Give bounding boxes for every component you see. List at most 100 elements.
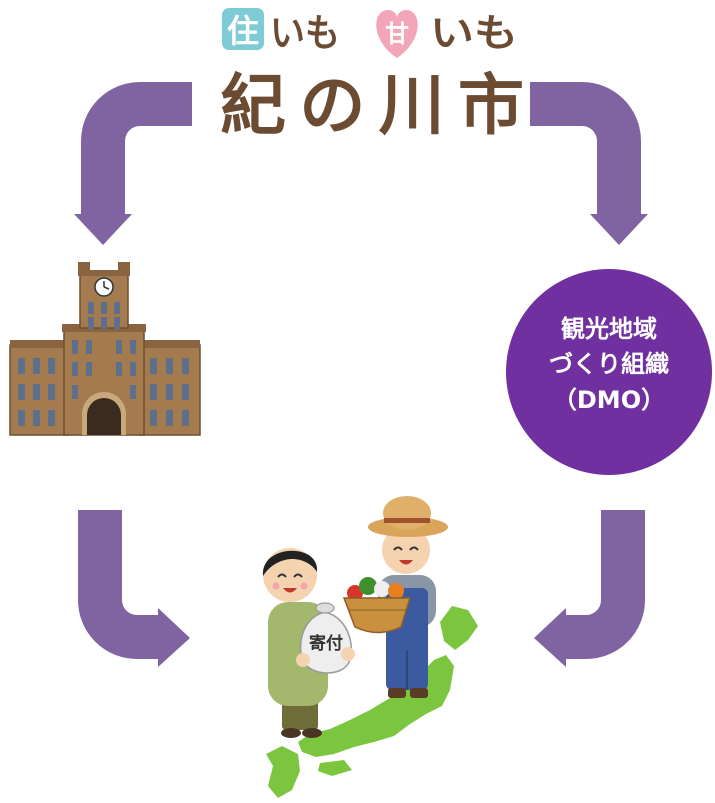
farmer-right-boot bbox=[410, 688, 428, 698]
building-window bbox=[166, 410, 173, 426]
building-window bbox=[18, 358, 25, 374]
vegetable-carrot bbox=[388, 583, 404, 599]
building-window bbox=[88, 317, 94, 329]
building-window bbox=[72, 340, 78, 354]
building-window bbox=[116, 340, 122, 354]
farmer-right-eye bbox=[409, 546, 419, 551]
dmo-label-line-2: づくり組織 bbox=[549, 350, 669, 378]
donor-cheek bbox=[272, 582, 280, 590]
logo-kana-1: いも bbox=[270, 11, 340, 55]
building-window bbox=[72, 385, 78, 399]
building-window bbox=[130, 362, 136, 376]
arrow-logo-to-dmo bbox=[530, 82, 648, 245]
building-window bbox=[72, 362, 78, 376]
map-hokkaido bbox=[440, 606, 478, 650]
tower-top-band bbox=[78, 270, 130, 276]
logo-city-name: 紀の川市 bbox=[220, 67, 524, 144]
vegetable-basket bbox=[342, 577, 412, 634]
building-window bbox=[101, 302, 107, 314]
logo-house-char: 住 bbox=[227, 12, 259, 50]
building-window bbox=[18, 410, 25, 426]
donor-mouth bbox=[283, 588, 297, 593]
building-window bbox=[48, 358, 55, 374]
dmo-label-line-1: 観光地域 bbox=[561, 315, 657, 343]
straw-hat-crown bbox=[383, 496, 431, 530]
hometown-donation-illustration: 寄付 bbox=[262, 496, 478, 798]
arrow-shaft bbox=[530, 82, 641, 218]
donor-right-hand bbox=[341, 647, 355, 661]
money-bag-icon bbox=[299, 611, 352, 674]
logo-heart bbox=[376, 10, 418, 58]
vegetable-tomato bbox=[347, 585, 363, 601]
building-window bbox=[150, 384, 157, 400]
donor-left-eye bbox=[277, 573, 287, 578]
building-window bbox=[48, 384, 55, 400]
vegetable-greens bbox=[359, 577, 377, 595]
farmer-left-eye bbox=[393, 546, 403, 551]
building-window bbox=[48, 410, 55, 426]
arrow-university-to-donation bbox=[78, 510, 190, 667]
building-right-wing-cornice bbox=[140, 340, 200, 348]
donor-left-hand bbox=[296, 653, 310, 667]
map-kyushu bbox=[266, 746, 300, 798]
logo-house-box bbox=[222, 8, 264, 50]
map-shikoku bbox=[318, 760, 352, 776]
arrow-head-right bbox=[158, 608, 190, 667]
building-window bbox=[101, 317, 107, 329]
donor-person: 寄付 bbox=[262, 548, 355, 738]
dmo-node: 観光地域 づくり組織 （DMO） bbox=[506, 269, 712, 475]
basket-body bbox=[342, 597, 412, 634]
building-left-wing-cornice bbox=[10, 340, 68, 348]
building-window bbox=[182, 410, 189, 426]
building-window bbox=[116, 362, 122, 376]
building-entrance-door bbox=[87, 398, 121, 435]
farmer-head bbox=[382, 526, 430, 574]
donor-right-shoe bbox=[302, 728, 322, 738]
farmer-left-boot bbox=[388, 688, 406, 698]
kinokawa-city-logo: 住 いも 甘 いも 紀の川市 bbox=[220, 8, 524, 144]
building-window bbox=[33, 384, 40, 400]
arrow-dmo-to-donation bbox=[534, 510, 645, 667]
vegetable-radish bbox=[374, 581, 390, 597]
building-window bbox=[18, 384, 25, 400]
farmer-person bbox=[342, 496, 448, 698]
building-window bbox=[150, 410, 157, 426]
building-window bbox=[33, 410, 40, 426]
straw-hat-band bbox=[384, 518, 430, 523]
building-windows bbox=[18, 302, 189, 426]
logo-kana-2: いも bbox=[430, 11, 518, 55]
arrow-shaft bbox=[78, 510, 162, 659]
donor-right-eye bbox=[293, 573, 303, 578]
money-bag-knot bbox=[315, 602, 335, 614]
building-window bbox=[182, 384, 189, 400]
building-window bbox=[166, 358, 173, 374]
building-window bbox=[114, 317, 120, 329]
donor-hair bbox=[262, 550, 318, 576]
dmo-label-line-3: （DMO） bbox=[553, 386, 665, 414]
farmer-mouth bbox=[399, 560, 413, 565]
building-window bbox=[150, 358, 157, 374]
building-window bbox=[88, 302, 94, 314]
building-window bbox=[86, 362, 92, 376]
donation-label: 寄付 bbox=[309, 633, 343, 654]
university-building-illustration bbox=[9, 262, 201, 436]
donor-left-shoe bbox=[281, 728, 301, 738]
clock-minute-hand bbox=[103, 286, 110, 290]
building-window bbox=[33, 358, 40, 374]
building-window bbox=[182, 358, 189, 374]
building-window bbox=[130, 385, 136, 399]
arrow-head-left bbox=[534, 608, 566, 667]
donor-cheek bbox=[300, 582, 308, 590]
dmo-circle bbox=[506, 269, 712, 475]
arrow-logo-to-university bbox=[74, 82, 192, 245]
building-window bbox=[86, 340, 92, 354]
logo-sweet-char: 甘 bbox=[385, 20, 409, 48]
building-window bbox=[130, 340, 136, 354]
arrow-shaft bbox=[81, 82, 192, 218]
arrow-head-down bbox=[74, 214, 132, 245]
building-window bbox=[114, 302, 120, 314]
building-window bbox=[166, 384, 173, 400]
arrow-shaft bbox=[562, 510, 645, 659]
